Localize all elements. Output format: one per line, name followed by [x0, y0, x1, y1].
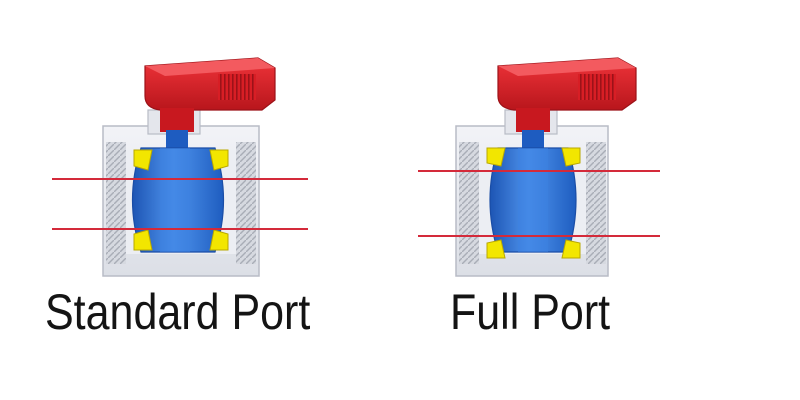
full-port-label: Full Port	[450, 284, 611, 340]
standard-port-valve	[52, 57, 308, 277]
ball	[131, 147, 225, 253]
valve-stem	[166, 130, 188, 148]
bore-guide-lines	[52, 178, 308, 230]
seals	[486, 147, 581, 259]
valve-stem	[522, 130, 544, 148]
seals	[133, 149, 229, 251]
full-port-valve	[418, 57, 660, 277]
standard-port-label: Standard Port	[45, 284, 311, 340]
valve-handle	[497, 57, 637, 132]
bore-guide-lines	[418, 170, 660, 237]
valve-handle	[144, 57, 276, 132]
